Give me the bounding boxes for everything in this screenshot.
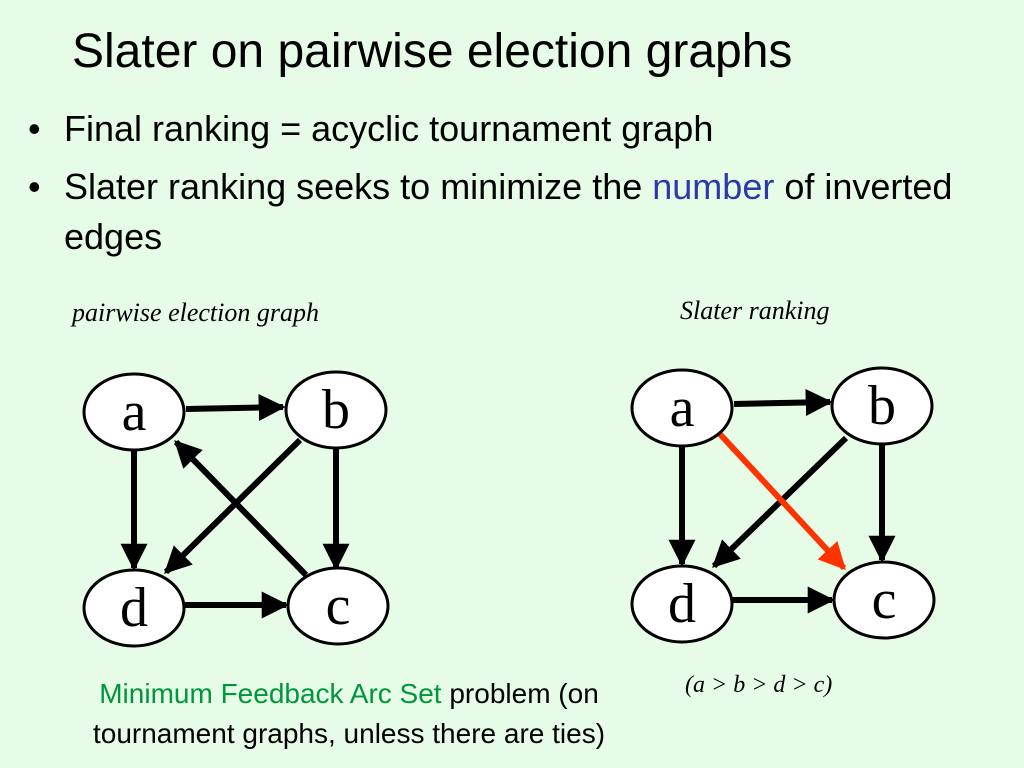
left-graph-edges (120, 394, 350, 619)
node-d: d (82, 568, 186, 648)
node-d: d (630, 564, 734, 644)
slide-title: Slater on pairwise election graphs (72, 25, 793, 78)
node-label: a (122, 381, 147, 443)
left-graph-caption: pairwise election graph (72, 298, 319, 327)
node-label: d (120, 577, 148, 639)
node-c: c (832, 560, 936, 640)
edge-b-d (163, 437, 303, 575)
edge-c-a (173, 439, 309, 578)
bullet-text-continued: of inverted edges (64, 166, 953, 257)
right-graph-nodes: a b d c (630, 366, 936, 644)
bullet-item: • Slater ranking seeks to minimize the n… (28, 162, 988, 262)
footnote: Minimum Feedback Arc Set problem (on tou… (34, 674, 664, 754)
inverted-edge-a-c (715, 429, 847, 571)
bullet-text: Final ranking = acyclic tournament graph (64, 108, 714, 149)
node-label: c (872, 569, 897, 631)
footnote-highlight: Minimum Feedback Arc Set (99, 678, 442, 709)
node-label: d (668, 573, 696, 635)
node-c: c (286, 566, 390, 646)
right-graph-caption: Slater ranking (680, 296, 830, 325)
bullet-marker: • (28, 166, 41, 207)
left-graph-nodes: a b d c (82, 370, 390, 648)
highlight-number: number (652, 166, 775, 207)
bullet-item: • Final ranking = acyclic tournament gra… (28, 104, 988, 154)
node-a: a (630, 368, 734, 448)
footnote-text: problem (on tournament graphs, unless th… (92, 678, 606, 749)
node-label: a (670, 377, 695, 439)
node-a: a (82, 372, 186, 452)
edge-a-b (185, 394, 286, 421)
node-label: b (322, 379, 350, 441)
right-graph-edges (668, 389, 896, 614)
ranking-label: (a > b > d > c) (685, 672, 833, 698)
bullet-marker: • (28, 108, 41, 149)
bullet-text: Slater ranking seeks to minimize the (64, 166, 653, 207)
node-b: b (830, 366, 934, 446)
node-b: b (284, 370, 388, 450)
edge-a-b (733, 389, 833, 417)
node-label: b (868, 375, 896, 437)
node-label: c (326, 575, 351, 637)
bullet-list: • Final ranking = acyclic tournament gra… (28, 104, 988, 262)
